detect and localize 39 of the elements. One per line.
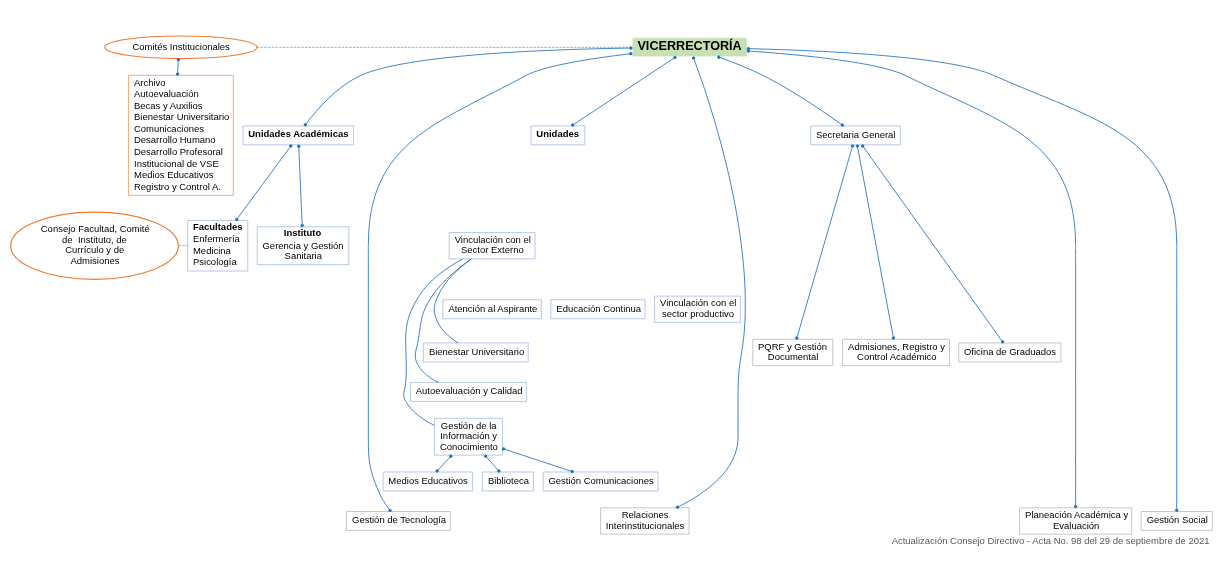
node-box: Secretaria General: [810, 125, 901, 145]
connector: [855, 143, 896, 340]
connector: [175, 57, 180, 76]
connector: [297, 144, 304, 227]
node-box: Atención al Aspirante: [442, 299, 542, 319]
connector: [403, 258, 464, 426]
connector: [235, 143, 293, 221]
node-box: Admisiones, Registro y Control Académico: [842, 338, 950, 366]
node-box: Biblioteca: [482, 471, 534, 491]
connector: [675, 55, 746, 509]
node-box: PQRF y Gestión Documental: [752, 338, 834, 366]
connector: [433, 258, 472, 343]
connector: [717, 55, 845, 127]
node-box: Bienestar Universitario: [423, 342, 529, 362]
connector: [367, 51, 633, 512]
connector: [435, 454, 453, 473]
connector: [860, 143, 1005, 344]
connector: [483, 454, 501, 473]
node-box: Oficina de Graduados: [958, 342, 1062, 362]
node-box: Autoevaluación y Calidad: [410, 381, 527, 402]
connector: [746, 48, 1078, 508]
connector: [571, 55, 677, 127]
node-box: Vinculación con el sector productivo: [654, 295, 741, 323]
node-box: Educación Continua: [550, 299, 646, 319]
connector: [501, 446, 574, 473]
node-box: Unidades: [530, 125, 586, 145]
node-box: Archivo Autoevaluación Becas y Auxilios Bienestar Universitario Comunicaciones Desarrollo Humano Desarrollo Profesoral Institucional de VSE Medios Educativos Registro y Control A.: [128, 74, 234, 196]
connector: [795, 143, 855, 340]
node-box: Planeación Académica y Evaluación: [1019, 507, 1133, 534]
node-box: Medios Educativos: [382, 471, 473, 491]
connector: [303, 45, 633, 126]
node-ellipse: Consejo Facultad, Comité de Instituto, de Currículo y de Admisiones: [10, 211, 179, 280]
connector: [414, 258, 472, 383]
node-box: Gestión de la Información y Conocimiento: [434, 417, 503, 455]
connector: [746, 46, 1179, 512]
node-box: Unidades Académicas: [242, 125, 354, 145]
connector: [256, 46, 633, 48]
node-box: Vinculación con el Sector Externo: [448, 231, 536, 259]
caption: Actualización Consejo Directivo - Acta No. 98 del 29 de septiembre de 2021: [891, 534, 1210, 546]
